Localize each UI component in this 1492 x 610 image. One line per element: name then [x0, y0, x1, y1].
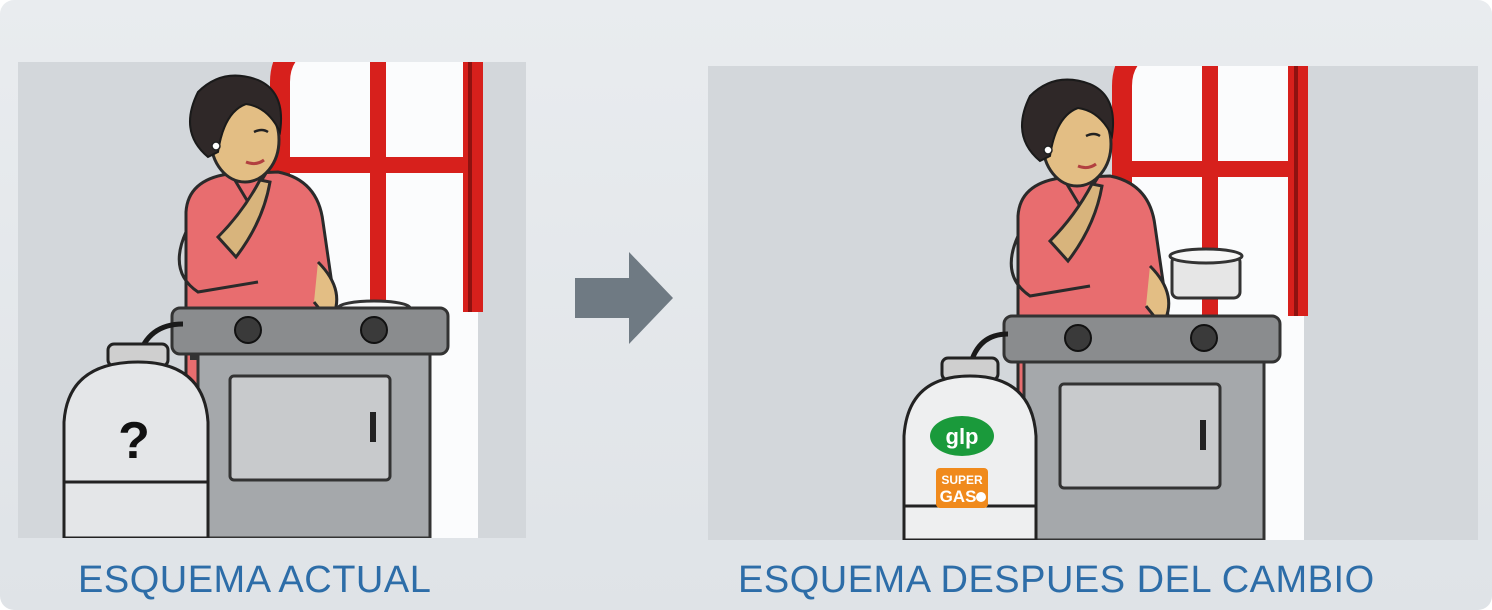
- gas-tank-icon: [62, 342, 210, 538]
- caption-after-change: ESQUEMA DESPUES DEL CAMBIO: [738, 559, 1375, 601]
- supergas-logo: SUPER GAS: [936, 468, 988, 508]
- unknown-tank-label: ?: [118, 412, 150, 470]
- kitchen-scene-after: glp SUPER GAS: [902, 66, 1308, 540]
- panel-current-scheme: ?: [18, 62, 526, 538]
- caption-current-scheme: ESQUEMA ACTUAL: [78, 559, 432, 601]
- svg-text:glp: glp: [946, 424, 979, 449]
- svg-text:SUPER: SUPER: [941, 473, 983, 487]
- panel-after-change: glp SUPER GAS: [708, 66, 1478, 540]
- svg-text:GAS: GAS: [940, 487, 977, 506]
- kitchen-scene-current: ?: [62, 62, 483, 538]
- right-arrow-icon: [575, 252, 673, 344]
- stove: [1002, 247, 1282, 540]
- stove: [170, 299, 450, 538]
- glp-logo: glp: [930, 416, 994, 456]
